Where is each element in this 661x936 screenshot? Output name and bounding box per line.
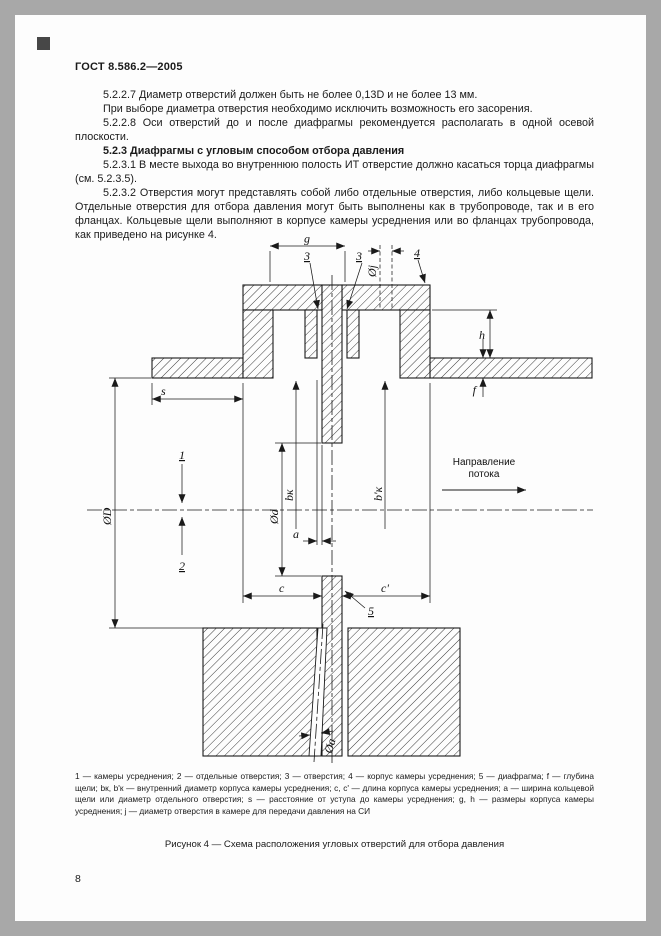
label-dj: Øj [365, 264, 379, 278]
flange-left [202, 627, 318, 757]
label-g: g [304, 233, 310, 246]
dimension-c: c c' [242, 383, 431, 603]
label-pos5: 5 [368, 604, 374, 618]
angled-tapping-hole [308, 627, 328, 757]
flow-label-line2: потока [469, 469, 500, 480]
label-h: h [479, 328, 485, 342]
position-leaders-left: 1 2 [178, 448, 186, 573]
document-header: ГОСТ 8.586.2—2005 [75, 61, 183, 73]
dimension-f: f [473, 339, 487, 397]
tapping-hole-axis [313, 623, 324, 763]
section-heading-5-2-3: 5.2.3 Диафрагмы с угловым способом отбор… [103, 145, 405, 157]
carrier-ring-right-top [341, 284, 431, 311]
body-text: 5.2.2.7 Диаметр отверстий должен быть не… [75, 88, 594, 242]
position-leaders-top: 3 3 4 [303, 246, 426, 310]
scan-artifact-square [37, 37, 50, 50]
label-pos3-left: 3 [303, 249, 310, 263]
label-dD: ØD [100, 507, 114, 526]
paragraph-note: При выборе диаметра отверстия необходимо… [103, 103, 533, 115]
dimension-bk: bк b'к [282, 381, 389, 529]
label-pos3-right: 3 [355, 249, 362, 263]
carrier-ring-left-top [242, 284, 323, 311]
carrier-ring-left-inner [304, 309, 318, 359]
label-da: Øa [321, 737, 338, 756]
flow-label-line1: Направление [453, 457, 516, 468]
label-f: f [473, 383, 478, 397]
page-number: 8 [75, 873, 81, 885]
label-pos1: 1 [179, 448, 185, 462]
dimension-oj: Øj [365, 245, 404, 310]
hatched-sections [151, 284, 593, 757]
figure-legend: 1 — камеры усреднения; 2 — отдельные отв… [75, 771, 594, 816]
flow-direction: Направление потока [442, 457, 526, 494]
dimension-oa: Øa [298, 728, 338, 756]
label-s: s [161, 384, 166, 398]
label-pos2: 2 [179, 559, 185, 573]
label-bk: bк [282, 489, 296, 501]
dimension-a: a [293, 380, 336, 545]
label-pos4: 4 [414, 246, 420, 260]
paragraph-5-2-2-7: 5.2.2.7 Диаметр отверстий должен быть не… [103, 89, 478, 101]
label-dd: Ød [267, 508, 281, 525]
flange-right [347, 627, 461, 757]
position-leader-5: 5 [344, 590, 374, 618]
pipe-wall-right [429, 357, 593, 379]
carrier-ring-right-inner [346, 309, 360, 359]
dimension-h: h [432, 309, 497, 358]
label-bk-prime: b'к [371, 486, 385, 501]
dimension-s: s [151, 383, 243, 405]
document-page: ГОСТ 8.586.2—2005 5.2.2.7 Диаметр отверс… [15, 15, 646, 921]
figure-caption: Рисунок 4 — Схема расположения угловых о… [164, 839, 505, 850]
carrier-ring-left-outer [242, 309, 274, 379]
figure-4-drawing: g Øj 3 3 4 h f [87, 232, 593, 766]
label-a: a [293, 527, 299, 541]
paragraph-5-2-2-8: 5.2.2.8 Оси отверстий до и после диафраг… [75, 117, 594, 143]
dimension-g: g [269, 232, 346, 282]
paragraph-5-2-3-2: 5.2.3.2 Отверстия могут представлять соб… [75, 187, 594, 241]
pipe-wall-left [151, 357, 244, 379]
label-c-prime: c' [381, 581, 389, 595]
paragraph-5-2-3-1: 5.2.3.1 В месте выхода во внутреннюю пол… [75, 159, 594, 185]
dimension-od: ØD [100, 377, 203, 629]
figure-4: g Øj 3 3 4 h f [85, 232, 595, 766]
carrier-ring-right-outer [399, 309, 431, 379]
label-c: c [279, 581, 285, 595]
dimension-od-small: Ød [267, 442, 321, 577]
